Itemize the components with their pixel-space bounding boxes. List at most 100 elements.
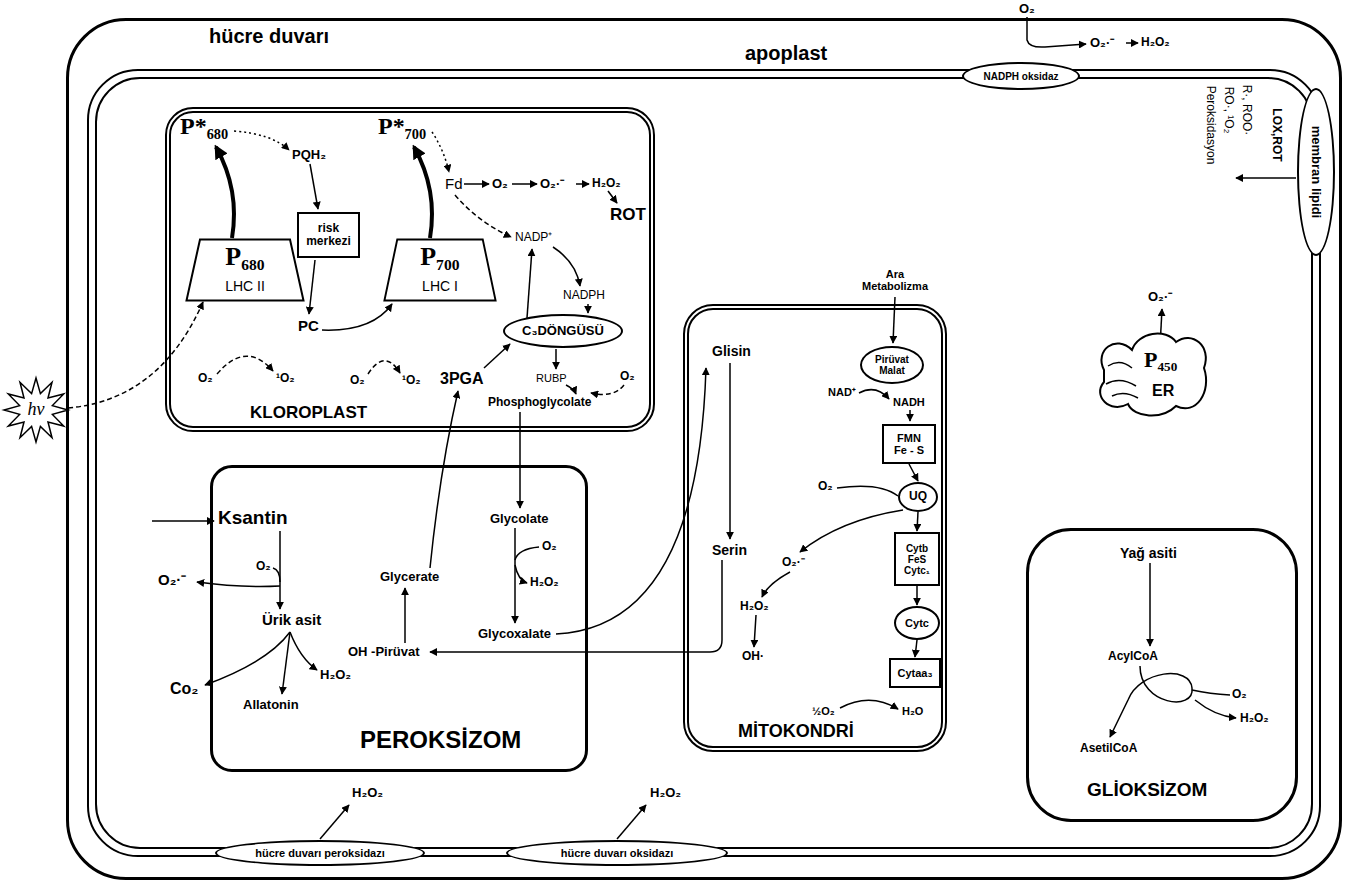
metabolite-ellipse: Pirüvat Malat <box>860 346 924 384</box>
label: Peroksidasyon <box>1203 86 1216 165</box>
arrow <box>762 572 790 597</box>
mitochondrion: MİTOKONDRİ Pirüvat MalatFMN Fe - S UQ Cytb … <box>683 304 947 752</box>
node-text: UQ <box>909 490 927 503</box>
label: H₂O <box>902 705 923 717</box>
process-box: risk merkezi <box>297 212 360 258</box>
er-fold <box>1106 380 1136 386</box>
node-text: hücre duvarı <box>209 25 329 47</box>
arrow <box>310 164 318 209</box>
label: Allatonin <box>243 698 299 712</box>
arrow <box>514 528 516 623</box>
arrow <box>555 349 557 369</box>
complex-box: FMN Fe - S <box>882 424 936 464</box>
label: H₂O₂ <box>650 786 681 800</box>
node-text: LHC II <box>225 279 265 294</box>
oxygen-line <box>515 547 539 560</box>
arrow <box>617 805 646 839</box>
label: H₂O₂ <box>592 177 621 190</box>
arrow <box>152 520 214 522</box>
cycle-ellipse: C₃DÖNGÜSÜ <box>503 314 623 348</box>
trapezoid-outline <box>187 240 304 301</box>
node-text: C₃DÖNGÜSÜ <box>522 324 604 338</box>
label: Glycoxalate <box>478 627 551 641</box>
label: H₂O₂ <box>740 600 769 613</box>
label: O₂·⁻ <box>782 556 805 569</box>
arrow <box>430 391 458 568</box>
label: apoplast <box>745 42 827 64</box>
arrow <box>290 632 317 670</box>
oxygen-line <box>1192 690 1230 695</box>
electron-arrow <box>432 132 449 172</box>
membrane-lipid-ellipse: membran lipidi <box>1297 88 1335 256</box>
label: NADH <box>893 396 925 408</box>
label: O₂ <box>1019 2 1035 16</box>
arrow <box>608 191 617 203</box>
node-text: P₇₀₀ <box>420 243 459 272</box>
label: H₂O₂ <box>1141 36 1170 49</box>
arrow <box>587 304 589 313</box>
arrow <box>282 632 290 694</box>
node-text: GLİOKSİZOM <box>1087 780 1207 801</box>
node-text: Pirüvat Malat <box>870 354 914 376</box>
carrier-ellipse: UQ <box>898 482 938 512</box>
label: 3PGA <box>440 370 484 388</box>
excitation-arrow <box>414 147 432 238</box>
connector <box>915 640 917 657</box>
node-text: Cytaa₃ <box>897 667 932 679</box>
label: NADPH <box>563 289 605 302</box>
label: ROT <box>610 206 646 225</box>
arrow <box>322 304 392 330</box>
node-text: hücre duvarı peroksidazı <box>255 847 385 859</box>
er-outline <box>1100 334 1206 416</box>
label: Serin <box>712 543 747 558</box>
label: Ara Metabolizma <box>855 268 935 292</box>
label: RUBP <box>536 372 567 384</box>
label: Fd <box>445 176 463 193</box>
complex-box: Cytaa₃ <box>889 658 941 688</box>
node-text: risk merkezi <box>301 222 357 248</box>
endoplasmic-reticulum: P₄₅₀ER <box>1092 326 1212 420</box>
label: PQH₂ <box>292 148 326 162</box>
label: Glycerate <box>380 570 439 584</box>
label: O₂ <box>1232 688 1247 701</box>
node-text: Cytc <box>905 617 929 629</box>
label: H₂O₂ <box>1240 712 1269 725</box>
arrow <box>464 183 489 185</box>
label: OH -Pirüvat <box>348 645 420 659</box>
glyoxysome: GLİOKSİZOM <box>1026 528 1298 822</box>
label: OH· <box>742 650 764 663</box>
label: Glycolate <box>490 512 549 526</box>
arrow <box>553 247 580 286</box>
arrow <box>515 565 527 583</box>
node-text: MİTOKONDRİ <box>738 722 854 742</box>
node-text: membran lipidi <box>1309 126 1323 218</box>
er-outline <box>1092 326 1212 420</box>
label: O₂·⁻ <box>1148 290 1172 304</box>
label: ¹O₂ <box>276 372 295 385</box>
node-text: P₆₈₀ <box>225 243 264 272</box>
arrow <box>1149 563 1151 646</box>
label: P*₆₈₀ <box>180 113 228 139</box>
singlet-oxygen-arrow <box>368 361 400 374</box>
arrow <box>320 805 349 839</box>
arrow <box>512 183 537 185</box>
electron-arrow <box>455 195 511 237</box>
complex-box: Cytb FeS Cytc₁ <box>894 532 940 586</box>
label: O₂·⁻ <box>1090 36 1114 50</box>
label: Glisin <box>712 344 751 359</box>
label: O₂ <box>492 177 508 191</box>
label: Yağ asiti <box>1120 546 1177 561</box>
arrow <box>279 531 281 609</box>
arrow <box>859 390 889 399</box>
label: O₂ <box>350 374 365 387</box>
connector <box>909 464 918 481</box>
arrow <box>576 183 589 185</box>
node-text: NADPH oksidaz <box>983 71 1058 82</box>
label: Phosphoglycolate <box>488 396 591 409</box>
enzyme-ellipse: hücre duvarı oksidazı <box>506 840 728 866</box>
connector <box>916 586 918 605</box>
arrow <box>205 632 290 685</box>
node-text: hücre duvarı oksidazı <box>561 847 673 859</box>
label: ½O₂ <box>812 705 835 717</box>
label: Ksantin <box>218 508 288 529</box>
